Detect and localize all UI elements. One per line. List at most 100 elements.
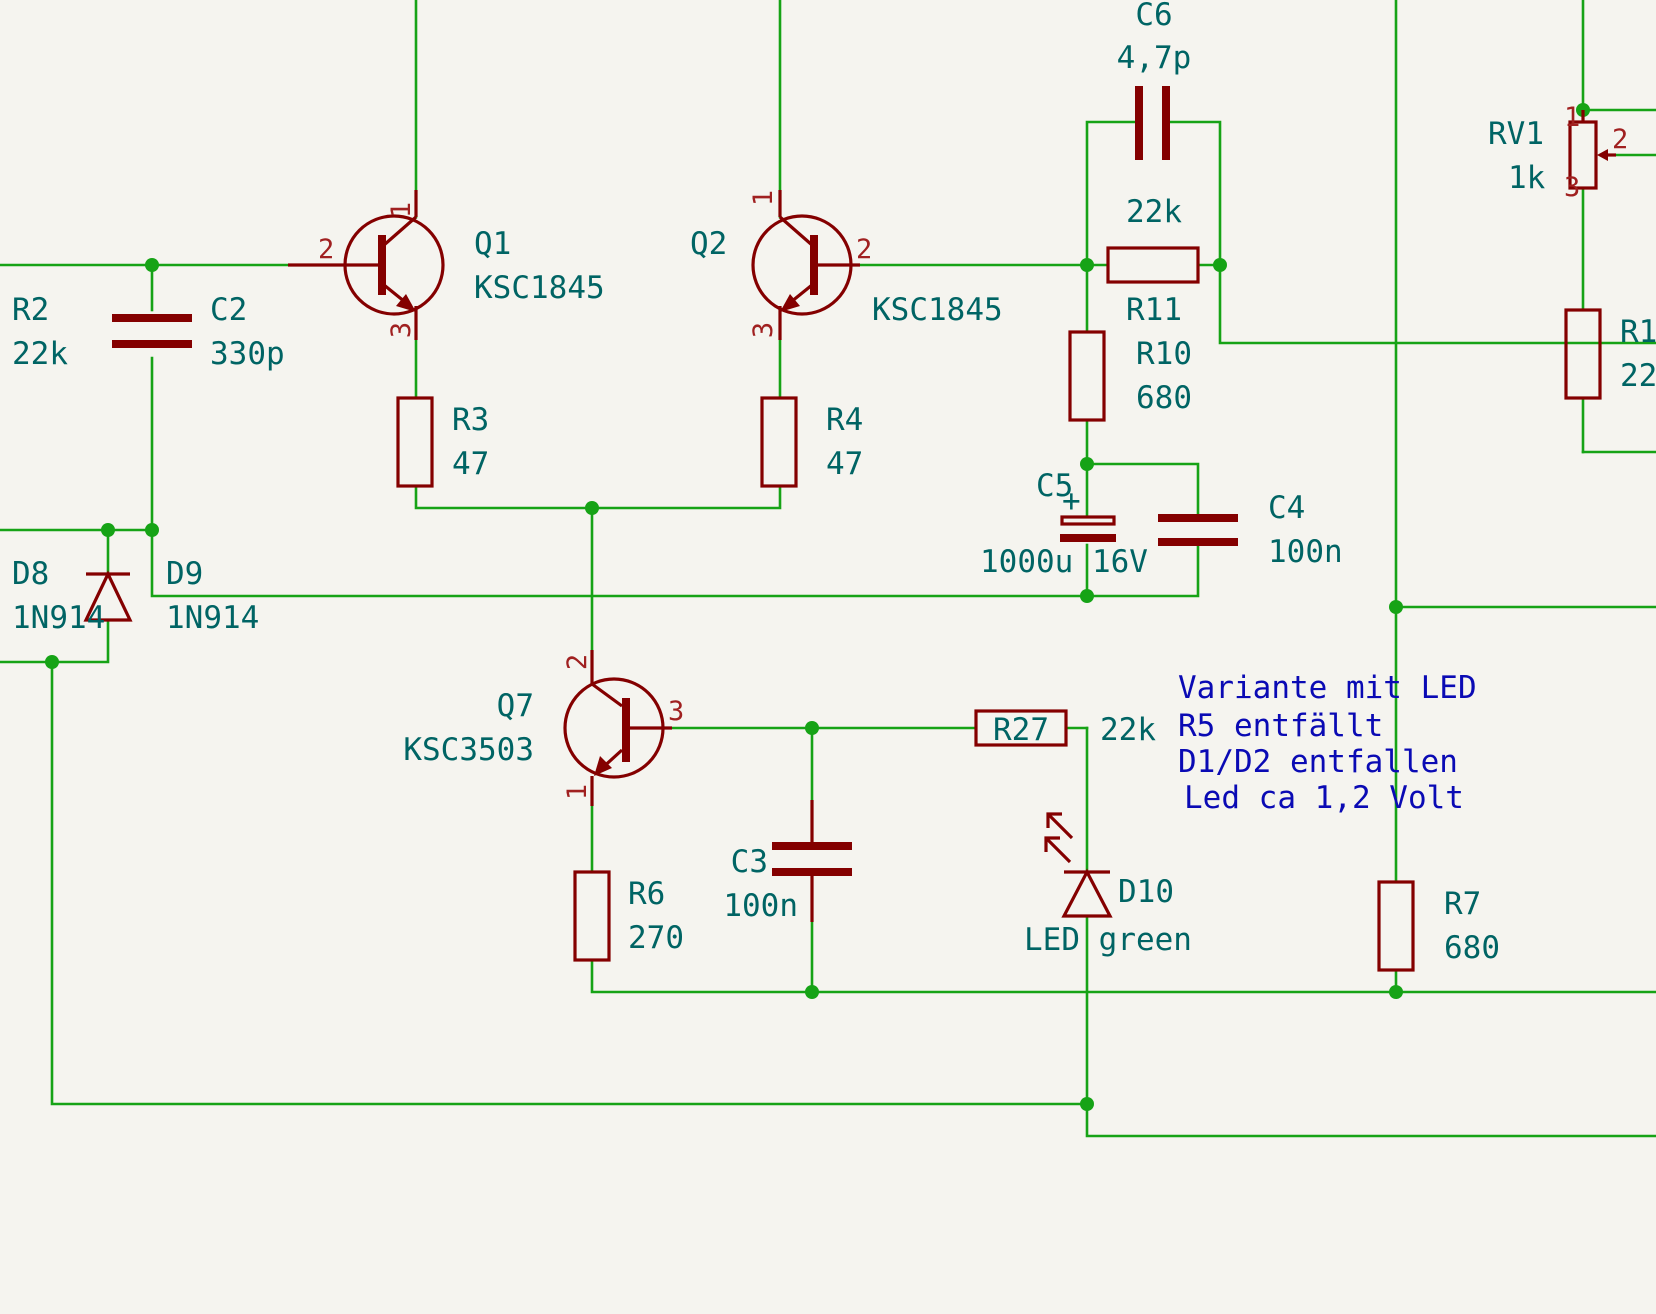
q7-value: KSC3503 [403, 732, 534, 768]
resistor-r10-symbol [1068, 330, 1106, 422]
r3-ref: R3 [452, 402, 489, 438]
note-line-1: Variante mit LED [1178, 670, 1477, 706]
wire-c4-bottom [1085, 544, 1200, 598]
r1-value: 22 [1620, 358, 1656, 394]
capacitor-c5-symbol [1060, 515, 1116, 542]
q2-pin-3: 3 [748, 322, 779, 338]
r7-value: 680 [1444, 930, 1500, 966]
d10-value: LED green [1024, 922, 1192, 958]
junction-dot [45, 655, 59, 669]
r11-value: 22k [1126, 194, 1182, 230]
r1-ref: R1 [1620, 314, 1656, 350]
junction-dot [1080, 258, 1094, 272]
r7-ref: R7 [1444, 886, 1481, 922]
d9-value: 1N914 [166, 600, 259, 636]
q7-ref: Q7 [497, 688, 534, 724]
d8-ref: D8 [12, 556, 49, 592]
wire-c6-right [1167, 120, 1656, 345]
q1-value: KSC1845 [474, 270, 605, 306]
r27-value: 22k [1100, 712, 1156, 748]
rv1-pin-1: 1 [1564, 102, 1580, 133]
d9-ref: D9 [166, 556, 203, 592]
d8-value: 1N914 [12, 600, 105, 636]
c2-ref: C2 [210, 292, 247, 328]
q7-pin-3: 3 [668, 696, 684, 727]
c3-value: 100n [723, 888, 798, 924]
rv1-ref: RV1 [1488, 116, 1544, 152]
c6-value: 4,7p [1117, 40, 1192, 76]
capacitor-c6-symbol [1135, 86, 1170, 160]
junction-dot [1080, 457, 1094, 471]
q1-ref: Q1 [474, 226, 511, 262]
resistor-r1-symbol [1564, 308, 1602, 400]
r3-value: 47 [452, 446, 489, 482]
wire-c6-left [1085, 120, 1137, 267]
design-note: Variante mit LED R5 entfällt D1/D2 entfa… [1178, 670, 1477, 816]
c5-ref: C5 [1036, 468, 1073, 504]
capacitor-c4-symbol [1158, 514, 1238, 546]
c4-value: 100n [1268, 534, 1343, 570]
q1-pin-2: 2 [318, 234, 334, 265]
rv1-value: 1k [1508, 160, 1546, 196]
junction-dot [145, 523, 159, 537]
r11-ref: R11 [1126, 292, 1182, 328]
resistor-r3-symbol [396, 396, 434, 488]
potentiometer-rv1-symbol [1568, 110, 1616, 190]
wire-ground-right [1085, 1102, 1656, 1138]
wire-r6-bottom [590, 960, 1656, 994]
r4-ref: R4 [826, 402, 863, 438]
c5-polarity-mark: + [1062, 483, 1081, 519]
resistor-r11-symbol [1106, 246, 1200, 284]
capacitor-c2-symbol [112, 314, 192, 348]
r2-value: 22k [12, 336, 68, 372]
transistor-q2-symbol [751, 190, 860, 340]
d10-ref: D10 [1118, 874, 1174, 910]
c5-value: 1000u 16V [980, 544, 1148, 580]
q2-pin-2: 2 [856, 234, 872, 265]
rv1-pin-2: 2 [1612, 124, 1628, 155]
junction-dot [585, 501, 599, 515]
r10-value: 680 [1136, 380, 1192, 416]
resistor-r27-symbol [974, 709, 1068, 747]
junction-dot [1389, 600, 1403, 614]
q1-pin-1: 1 [386, 202, 417, 218]
rv1-pin-3: 3 [1564, 172, 1580, 203]
resistor-r6-symbol [573, 870, 611, 962]
diode-d8-symbol [83, 570, 133, 622]
junction-dot [101, 523, 115, 537]
wire-bottom-loop [50, 660, 1089, 1106]
junction-dot [1080, 1097, 1094, 1111]
resistor-r7-symbol [1377, 880, 1415, 972]
junction-dot [145, 258, 159, 272]
junction-dot [1213, 258, 1227, 272]
c4-ref: C4 [1268, 490, 1305, 526]
wires [0, 0, 1656, 1138]
r27-ref: R27 [993, 712, 1049, 748]
junction-dot [805, 721, 819, 735]
r4-value: 47 [826, 446, 863, 482]
note-line-4: Led ca 1,2 Volt [1184, 780, 1464, 816]
transistor-q7-symbol [563, 650, 672, 806]
q7-pin-2: 2 [562, 654, 593, 670]
wire-diode-bus [0, 528, 1089, 598]
wire-d8-bottom [0, 618, 110, 664]
transistor-q1-symbol [288, 190, 445, 340]
junctions [45, 103, 1590, 1111]
junction-dot [805, 985, 819, 999]
r6-ref: R6 [628, 876, 665, 912]
wire-c4-top [1085, 462, 1200, 516]
capacitor-c3-symbol [772, 800, 852, 922]
led-d10-symbol [1044, 812, 1113, 918]
junction-dot [1080, 589, 1094, 603]
note-line-2: R5 entfällt [1178, 708, 1383, 744]
note-line-3: D1/D2 entfallen [1178, 744, 1458, 780]
r10-ref: R10 [1136, 336, 1192, 372]
q7-pin-1: 1 [562, 784, 593, 800]
c2-value: 330p [210, 336, 285, 372]
junction-dot [1389, 985, 1403, 999]
q1-pin-3: 3 [386, 322, 417, 338]
c6-ref: C6 [1135, 0, 1172, 33]
resistor-r4-symbol [760, 396, 798, 488]
q2-value: KSC1845 [872, 292, 1003, 328]
